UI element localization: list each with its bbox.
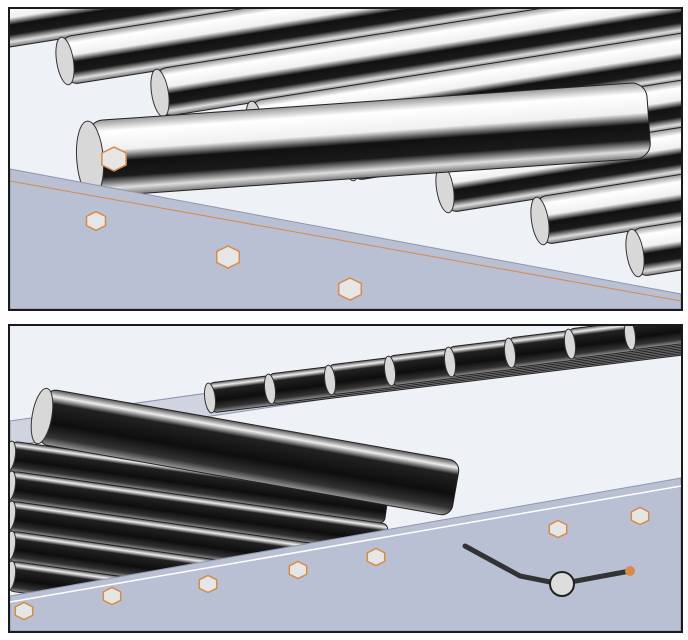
roller-end-cap [530,196,550,246]
roller-end-cap [10,470,17,502]
roller-end-cap [10,530,17,562]
roller-end-cap [563,328,577,360]
hex-bolt-icon [102,586,122,606]
wrench-handle-tip [625,566,635,576]
conveyor-bottom-drawing [10,326,681,631]
side-rail [10,168,681,309]
roller [10,9,681,52]
rail-edge-line [10,180,681,302]
hex-bolt-icon [215,245,241,269]
hex-bolt-icon [366,547,386,567]
roller [75,82,651,198]
hex-bolt-icon [288,560,308,580]
hex-bolt-icon [14,601,34,621]
wrench-head [549,571,575,597]
wrench [462,543,633,587]
roller-end-cap [623,326,637,351]
roller-end-cap [503,337,517,369]
conveyor-top-drawing [10,9,681,309]
roller [30,387,460,516]
roller-end-cap [323,364,337,396]
hex-bolt-icon [198,574,218,594]
roller-end-cap [383,355,397,387]
roller [530,85,681,246]
roller [563,326,681,360]
hex-bolt-icon [337,277,363,301]
roller-end-cap [10,500,17,532]
roller-end-cap [55,36,75,86]
roller-end-cap [263,373,277,405]
roller-body [10,9,681,52]
roller-end-cap [203,382,217,414]
side-rail [10,477,681,631]
roller-end-cap [10,440,17,472]
hex-bolt-icon [548,519,568,539]
roller-end-cap [443,346,457,378]
top-illustration-panel [8,7,683,311]
hex-bolt-icon [630,506,650,526]
roller [625,117,681,278]
roller-end-cap [30,387,54,445]
hex-socket-icon [101,146,127,172]
rail-edge-highlight [10,485,681,603]
hex-bolt-icon [85,210,107,232]
roller [623,326,681,351]
roller-end-cap [625,228,645,278]
roller-end-cap [10,560,17,592]
bottom-illustration-panel [8,324,683,633]
